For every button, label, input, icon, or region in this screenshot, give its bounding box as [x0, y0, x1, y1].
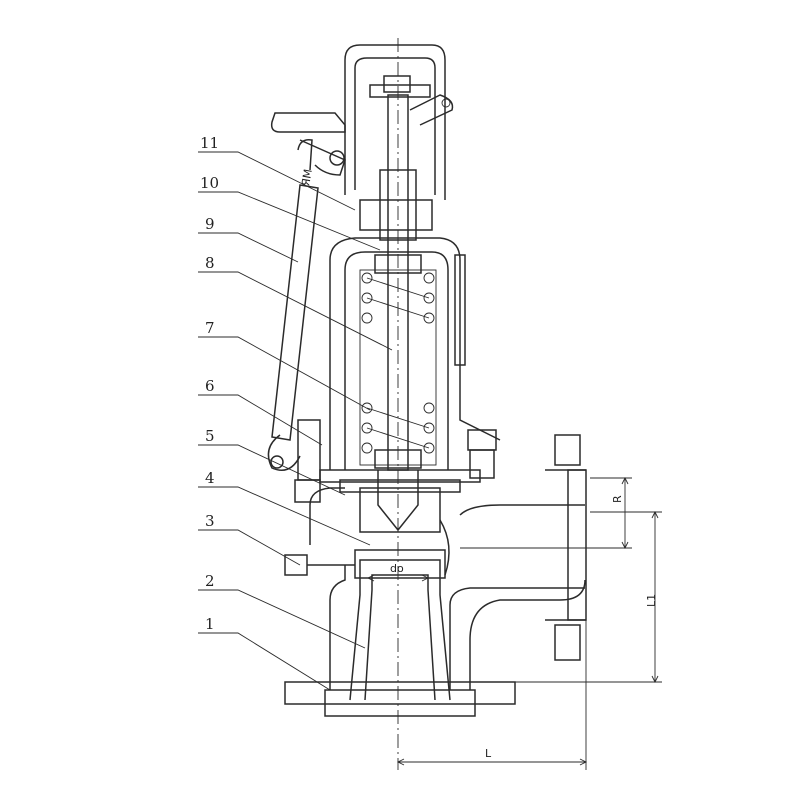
lifting-rod-body	[271, 184, 319, 441]
nozzle-bore	[364, 574, 436, 701]
dimension-r-label: R	[611, 495, 624, 503]
leader-lines	[198, 151, 393, 691]
lower-spring-seat	[374, 449, 422, 469]
callout-9: 9	[205, 215, 215, 233]
spring-coil-links	[366, 277, 430, 449]
body-right-wall	[469, 579, 586, 690]
spring-envelope	[359, 269, 437, 466]
leader-5	[198, 444, 346, 496]
upper-spring-seat	[374, 254, 422, 274]
bonnet	[329, 237, 501, 470]
lifting-rod-eye	[267, 434, 301, 471]
body-outlet-upper	[459, 504, 585, 516]
callout-6: 6	[205, 377, 215, 395]
callout-8: 8	[205, 254, 215, 272]
lock-nut	[359, 199, 433, 231]
leader-3	[198, 529, 301, 566]
leader-6	[198, 394, 323, 446]
callout-numbers: 11 10 9 8 7 6 5 4 3 2 1	[200, 134, 219, 633]
body-inner-curve	[439, 519, 450, 576]
callout-2: 2	[205, 572, 215, 590]
dimension-do	[366, 574, 430, 582]
dimension-r	[460, 476, 632, 550]
outlet-flange	[545, 434, 587, 661]
lifting-rod-pin	[270, 455, 284, 469]
disc-assembly	[319, 469, 481, 533]
callout-7: 7	[205, 319, 215, 337]
callout-4: 4	[205, 469, 215, 487]
right-stud-nut-top	[467, 429, 497, 451]
leader-8	[198, 271, 393, 351]
callout-1: 1	[205, 615, 215, 633]
lifting-fork	[369, 84, 431, 98]
lever-body	[297, 138, 313, 171]
body-left-wall	[329, 565, 346, 690]
spring-coils-right	[423, 272, 435, 454]
lever-bracket	[299, 139, 346, 176]
callout-10: 10	[200, 174, 219, 192]
body-outlet-lower	[449, 587, 585, 690]
left-stud	[297, 419, 321, 481]
stem-nut	[383, 75, 411, 93]
stem-rod	[387, 94, 409, 471]
spring	[359, 269, 437, 466]
stem	[359, 94, 433, 471]
dimension-l1	[475, 510, 662, 684]
valve-body	[284, 487, 586, 717]
disc	[377, 470, 419, 532]
cap-outer	[344, 44, 446, 200]
guide-plate	[339, 479, 461, 493]
spring-coils-left	[361, 272, 373, 454]
leader-9	[198, 232, 299, 263]
dimension-l1-label: L1	[645, 594, 658, 607]
bonnet-rib	[454, 254, 466, 366]
cap-inner	[354, 57, 436, 195]
lifting-rod	[267, 184, 319, 471]
adjusting-bolt	[379, 169, 417, 241]
lever-mark: ЯМ	[299, 168, 315, 187]
leader-10	[198, 191, 381, 251]
body-left-upper	[309, 487, 345, 545]
dimension-l-label: L	[485, 747, 492, 760]
outlet-flange-face	[567, 469, 587, 621]
leader-4	[198, 486, 371, 546]
nozzle-outline	[349, 559, 451, 701]
lever-handle	[270, 112, 346, 133]
bonnet-inner	[344, 251, 449, 470]
cap-lever: ЯМ	[270, 44, 454, 200]
cam-arm	[409, 94, 454, 126]
callout-3: 3	[205, 512, 215, 530]
disc-holder	[359, 487, 441, 533]
leader-1	[198, 632, 331, 691]
dimensions: do L L1 R	[366, 476, 662, 770]
leader-7	[198, 336, 371, 411]
inlet-flange-lugs	[284, 681, 516, 705]
studs	[284, 419, 497, 576]
outlet-flange-lug-top	[554, 434, 581, 466]
cam-pin	[441, 98, 451, 108]
outlet-flange-lug-bottom	[554, 624, 581, 661]
leader-11	[198, 151, 356, 211]
left-stud-nut	[294, 479, 321, 503]
lever-pivot	[329, 150, 345, 166]
right-stud	[469, 449, 495, 479]
callout-5: 5	[205, 427, 215, 445]
dimension-do-label: do	[390, 562, 404, 575]
callout-11: 11	[200, 134, 219, 152]
leader-2	[198, 589, 366, 649]
dimension-l	[396, 620, 588, 770]
inlet-flange	[324, 689, 476, 717]
